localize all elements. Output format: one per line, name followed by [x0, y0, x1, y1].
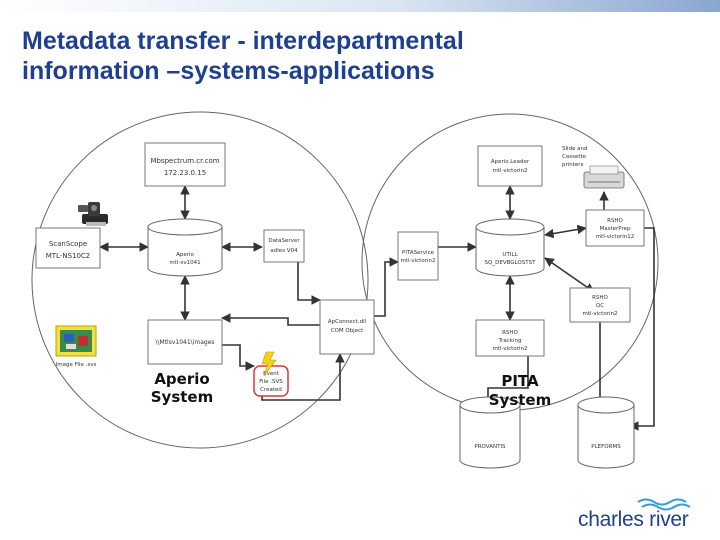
edge-utill-qc [544, 257, 595, 293]
svg-text:PITA: PITA [501, 372, 539, 390]
pita-system-label: PITA System [489, 372, 551, 409]
node-dataserver: DataServer adles V04 [263, 229, 305, 263]
logo-text: charles river [578, 508, 689, 531]
svg-text:ApConnect.dll: ApConnect.dll [328, 319, 367, 325]
edge-utill-master [544, 224, 587, 239]
node-event: Event File .SVS Created [253, 365, 289, 397]
svg-text:\\Mtlsv1041\images: \\Mtlsv1041\images [155, 339, 214, 346]
svg-text:adles V04: adles V04 [270, 248, 298, 254]
node-aperio-database: Aperio mtl-sv1041 [147, 218, 223, 277]
microscope-icon [78, 202, 108, 226]
svg-text:UTILL: UTILL [502, 252, 518, 258]
svg-text:mtl-victorin2: mtl-victorin2 [401, 258, 436, 264]
node-rsho-tracking: RSHO Tracking mtl-victorin2 [475, 319, 545, 357]
edge-master-pleform [629, 227, 655, 431]
edge-apconnect-pitaservice [374, 257, 399, 317]
node-rsho-masterprep: RSHO MasterPrep mtl-victorin12 [585, 209, 645, 247]
svg-text:DataServer: DataServer [268, 238, 300, 244]
svg-text:System: System [151, 388, 213, 406]
svg-text:printers: printers [562, 162, 584, 168]
slide-title: Metadata transfer - interdepartmental in… [22, 26, 622, 86]
svg-text:MTL-NS10C2: MTL-NS10C2 [46, 252, 91, 260]
node-utill-database: UTILL SQ_DEVBGLOSTST [475, 218, 545, 277]
node-pitaservice: PITAService mtl-victorin2 [397, 231, 439, 281]
svg-text:Created: Created [260, 387, 282, 393]
svg-text:PITAService: PITAService [402, 250, 435, 256]
node-pleform-database: PLEFORMS [577, 396, 635, 469]
svg-text:QC: QC [596, 303, 604, 309]
svg-text:SQ_DEVBGLOSTST: SQ_DEVBGLOSTST [485, 260, 537, 266]
svg-text:mtl-victorin2: mtl-victorin2 [493, 168, 528, 174]
edge-apconnect-images [221, 313, 320, 326]
svg-text:Cassette: Cassette [562, 154, 587, 160]
svg-text:mtl-sv1041: mtl-sv1041 [169, 260, 200, 266]
node-image-files: \\Mtlsv1041\images [147, 319, 223, 365]
edge-dataserver-apconnect [297, 262, 321, 305]
node-provantis-database: PROVANTIS [459, 396, 521, 469]
charles-river-logo: charles river [578, 496, 714, 536]
aperio-system-label: Aperio System [151, 370, 213, 406]
node-aperio-leader: Aperio.Leader mtl-victorin2 [477, 145, 543, 187]
node-apconnect: ApConnect.dll COM Object [319, 299, 375, 355]
svg-text:PLEFORMS: PLEFORMS [591, 444, 621, 450]
printer-icon [583, 165, 625, 189]
svg-text:mtl-victorin2: mtl-victorin2 [583, 311, 618, 317]
svg-text:172.23.0.15: 172.23.0.15 [164, 169, 206, 177]
waves-logo-icon [637, 498, 691, 511]
svg-text:mtl-victorin2: mtl-victorin2 [493, 346, 528, 352]
svg-text:ScanScope: ScanScope [49, 240, 87, 248]
svg-text:RSHO: RSHO [502, 330, 518, 336]
top-accent-bar [0, 0, 720, 12]
image-thumbnail-icon [55, 325, 97, 357]
image-file-svs-label: Image File .svs [56, 362, 97, 368]
title-line-2: information –systems-applications [22, 57, 435, 85]
svg-text:PROVANTIS: PROVANTIS [474, 444, 506, 450]
node-scanscope: ScanScope MTL-NS10C2 [35, 227, 101, 269]
aperio-system-boundary [31, 111, 369, 449]
svg-text:mtl-victorin12: mtl-victorin12 [596, 234, 634, 240]
svg-text:RSHO: RSHO [607, 218, 623, 224]
svg-text:Slide and: Slide and [562, 146, 588, 152]
node-slide-cassette-label: Slide and Cassette printers [562, 146, 588, 168]
svg-text:File .SVS: File .SVS [259, 379, 283, 385]
svg-text:Mbspectrum.cr.com: Mbspectrum.cr.com [150, 157, 219, 165]
svg-text:RSHO: RSHO [592, 295, 608, 301]
node-mbspectrum: Mbspectrum.cr.com 172.23.0.15 [144, 142, 226, 187]
svg-text:MasterPrep: MasterPrep [599, 226, 631, 232]
svg-text:Event: Event [263, 371, 280, 377]
svg-text:Aperio: Aperio [176, 252, 194, 258]
svg-text:Tracking: Tracking [498, 338, 522, 344]
svg-text:Aperio.Leader: Aperio.Leader [491, 159, 530, 165]
edge-images-event [222, 344, 255, 371]
svg-text:System: System [489, 391, 551, 409]
svg-text:Aperio: Aperio [154, 370, 209, 388]
node-rsho-qc: RSHO QC mtl-victorin2 [569, 287, 631, 323]
lightning-icon [261, 351, 277, 377]
title-line-1: Metadata transfer - interdepartmental [22, 27, 464, 55]
svg-text:COM Object: COM Object [331, 328, 364, 334]
